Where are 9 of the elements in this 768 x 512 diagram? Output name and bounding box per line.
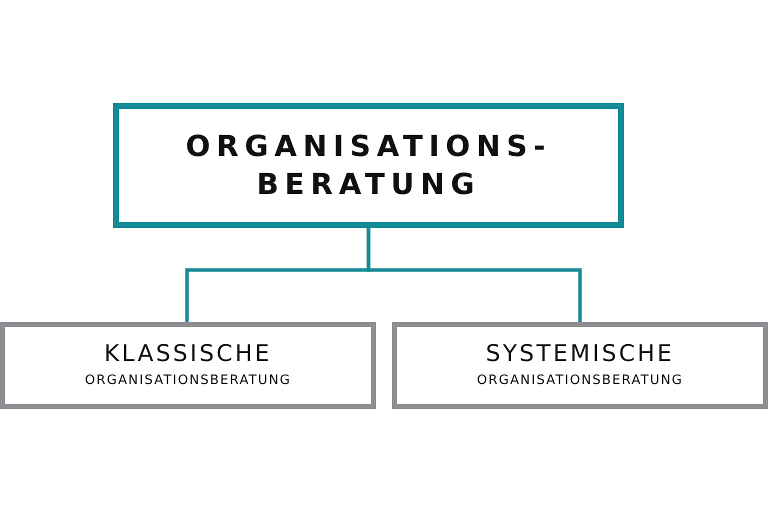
subtopic-subheading: ORGANISATIONSBERATUNG <box>476 372 684 390</box>
subtopic-heading: KLASSISCHE <box>104 341 272 369</box>
subtopic-subheading: ORGANISATIONSBERATUNG <box>84 372 292 390</box>
subtopic-heading: SYSTEMISCHE <box>486 341 674 369</box>
main-heading: ORGANISATIONS- BERATUNG <box>184 128 552 202</box>
connector-line <box>366 228 582 322</box>
subtopic-box <box>0 322 376 409</box>
subtopic-box <box>392 322 768 409</box>
main-topic-box <box>113 103 624 228</box>
